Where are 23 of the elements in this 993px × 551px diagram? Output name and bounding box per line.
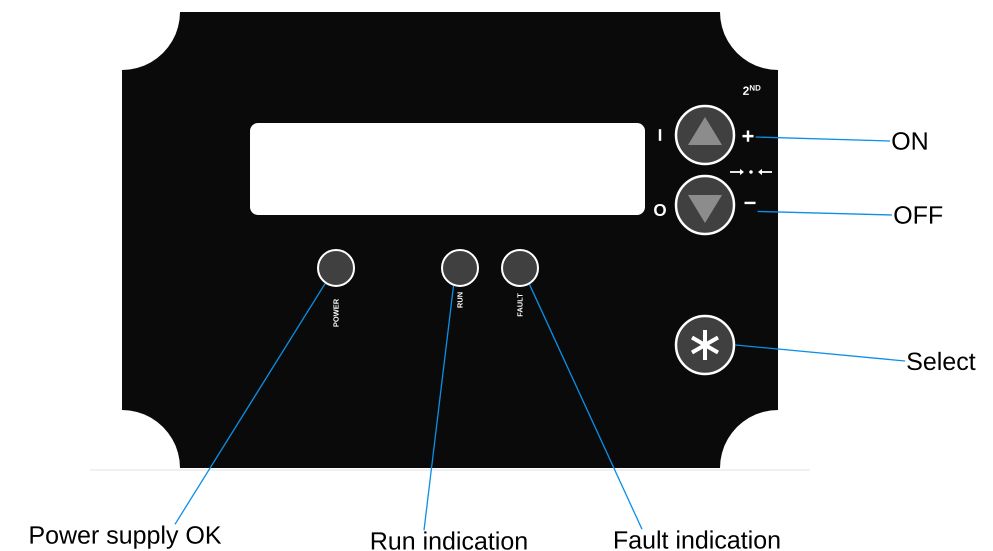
down-button bbox=[674, 174, 736, 236]
indicator-lamp bbox=[317, 249, 355, 287]
indicator-lamp bbox=[501, 249, 539, 287]
callout-label: OFF bbox=[894, 206, 942, 224]
sign-label: + bbox=[742, 130, 754, 142]
callout-label: Power supply OK bbox=[30, 526, 222, 549]
sign-label: − bbox=[744, 202, 756, 204]
leader-line bbox=[174, 283, 326, 525]
up-button bbox=[674, 104, 736, 166]
callout-label: ON bbox=[892, 132, 927, 150]
asterisk-button bbox=[674, 314, 736, 376]
indicator-lamp bbox=[441, 249, 479, 287]
callout-label: Select bbox=[907, 352, 976, 370]
leader-line bbox=[735, 344, 906, 362]
superscript-label: 2$^{ND}$ bbox=[743, 85, 761, 95]
leader-line bbox=[528, 284, 643, 530]
leader-line bbox=[758, 210, 892, 216]
leader-line bbox=[423, 286, 454, 530]
symbol-label: I bbox=[658, 129, 662, 141]
callout-label: Fault indication bbox=[614, 530, 780, 549]
symbol-label: O bbox=[654, 204, 666, 216]
callout-label: Run indication bbox=[372, 531, 527, 550]
leader-line bbox=[756, 136, 890, 142]
